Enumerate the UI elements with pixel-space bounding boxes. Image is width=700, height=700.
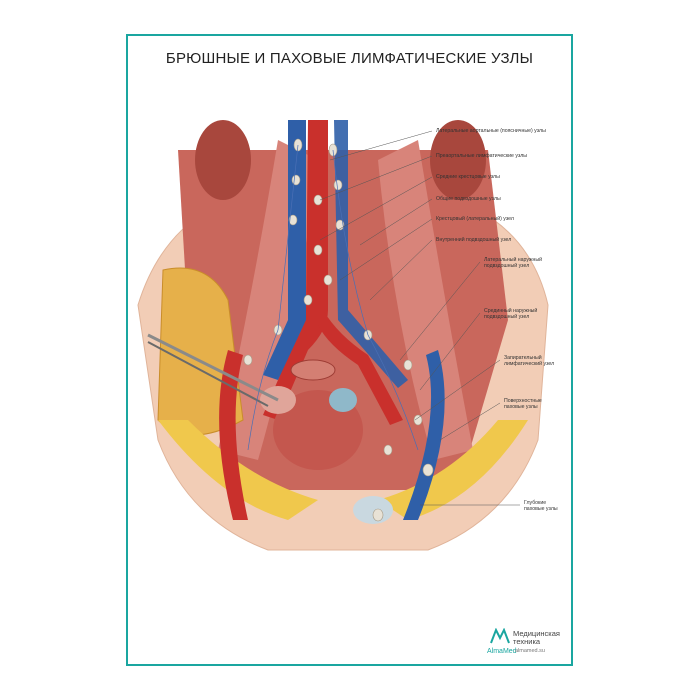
- almamed-logo-icon: [490, 628, 510, 644]
- logo-brand: AlmaMed: [487, 648, 517, 655]
- anatomy-illustration: [137, 120, 549, 551]
- right-kidney: [430, 120, 486, 200]
- label-middle-sacral-nodes: Средние крестцовые узлы: [436, 174, 500, 180]
- logo-site: almamed.su: [515, 648, 545, 654]
- poster-title: БРЮШНЫЕ И ПАХОВЫЕ ЛИМФАТИЧЕСКИЕ УЗЛЫ: [165, 50, 534, 67]
- left-kidney: [195, 120, 251, 200]
- label-sacral-lateral-node: Крестцовый (латеральный) узел: [436, 216, 514, 222]
- label-lateral-aortic-nodes: Латеральные аортальные (поясничные) узлы: [436, 128, 546, 134]
- label-common-iliac-nodes: Общие подвздошные узлы: [436, 196, 501, 202]
- label-internal-iliac-node: Внутренний подвздошный узел: [436, 237, 512, 243]
- label-preaortic-nodes: Преаортальные лимфатические узлы: [436, 153, 528, 159]
